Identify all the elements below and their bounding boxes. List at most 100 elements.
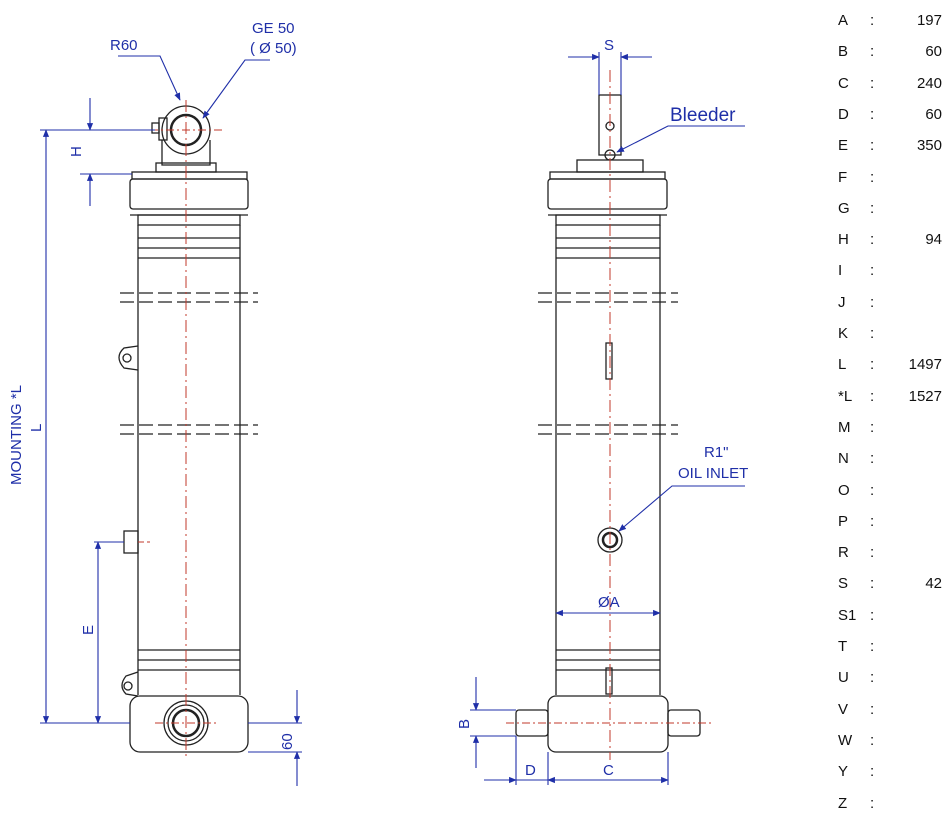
- spec-row: R:: [838, 544, 942, 564]
- spec-colon: :: [870, 731, 875, 749]
- spec-colon: :: [870, 168, 875, 186]
- e-dim-label: E: [80, 625, 97, 635]
- spec-row: H:94: [838, 231, 942, 251]
- spec-key: N: [838, 450, 849, 468]
- front-labels: R60 GE 50 ( Ø 50) H MOUNTING *L L E 60: [8, 20, 297, 750]
- spec-row: *L: 1527: [838, 388, 942, 408]
- spec-row: Y:: [838, 763, 942, 783]
- spec-row: J:: [838, 294, 942, 314]
- spec-key: Z: [838, 794, 848, 812]
- h-dim-label: H: [68, 146, 85, 157]
- spec-value: 240: [916, 74, 942, 92]
- inlet-size-label: R1": [704, 444, 729, 461]
- spec-key: L: [838, 356, 847, 374]
- spec-key: R: [838, 544, 849, 562]
- spec-colon: :: [870, 12, 875, 29]
- spec-colon: :: [870, 387, 875, 405]
- spec-colon: :: [870, 43, 875, 61]
- side-labels: S Bleeder R1" OIL INLET ØA B D C: [456, 37, 748, 779]
- spec-colon: :: [870, 450, 875, 468]
- c-dim-label: C: [603, 762, 614, 779]
- spec-key: B: [838, 43, 849, 61]
- spec-row: M:: [838, 419, 942, 439]
- spec-key: Y: [838, 763, 849, 781]
- l-dim-label: L: [28, 424, 45, 432]
- spec-row: I:: [838, 262, 942, 282]
- oil-inlet-label: OIL INLET: [678, 465, 748, 482]
- spec-colon: :: [870, 606, 875, 624]
- spec-value: 60: [925, 105, 942, 123]
- spec-row: D: 60: [838, 106, 942, 126]
- spec-row: T:: [838, 638, 942, 658]
- spec-colon: :: [870, 700, 875, 718]
- spec-colon: :: [870, 512, 875, 530]
- spec-key: S: [838, 575, 849, 593]
- spec-key: W: [838, 731, 853, 749]
- spec-colon: :: [870, 481, 875, 499]
- spec-row: U:: [838, 669, 942, 689]
- spec-key: D: [838, 105, 849, 123]
- spec-key: U: [838, 669, 849, 687]
- spec-colon: :: [870, 575, 875, 593]
- spec-colon: :: [870, 105, 875, 123]
- spec-value: 1497: [908, 356, 942, 374]
- radius-label: R60: [110, 37, 138, 54]
- spec-row: L: 1497: [838, 356, 942, 376]
- front-dimensions: [40, 55, 302, 786]
- spec-colon: :: [870, 137, 875, 155]
- spec-colon: :: [870, 544, 875, 562]
- bearing-label: GE 50: [252, 20, 295, 37]
- mounting-l-label: MOUNTING *L: [8, 385, 25, 485]
- spec-row: N:: [838, 450, 942, 470]
- base-dim-label: 60: [279, 733, 296, 750]
- spec-key: M: [838, 418, 851, 436]
- spec-key: G: [838, 199, 850, 217]
- spec-value: 197: [916, 12, 942, 29]
- spec-row: C: 240: [838, 75, 942, 95]
- spec-key: *L: [838, 387, 853, 405]
- spec-row: F:: [838, 169, 942, 189]
- spec-colon: :: [870, 262, 875, 280]
- s-dim-label: S: [604, 37, 614, 54]
- bleeder-label: Bleeder: [670, 105, 736, 126]
- spec-row: O:: [838, 482, 942, 502]
- spec-key: F: [838, 168, 848, 186]
- d-dim-label: D: [525, 762, 536, 779]
- spec-key: E: [838, 137, 849, 155]
- spec-row: W:: [838, 732, 942, 752]
- spec-colon: :: [870, 638, 875, 655]
- b-dim-label: B: [456, 719, 473, 729]
- spec-colon: :: [870, 231, 875, 249]
- spec-value: 60: [925, 43, 942, 61]
- spec-row: G:: [838, 200, 942, 220]
- spec-key: J: [838, 293, 846, 311]
- spec-row: V:: [838, 701, 942, 721]
- spec-value: 1527: [908, 387, 942, 405]
- spec-row: A:197: [838, 12, 942, 32]
- dia-a-label: ØA: [598, 594, 620, 611]
- spec-row: K:: [838, 325, 942, 345]
- spec-colon: :: [870, 74, 875, 92]
- spec-key: H: [838, 231, 849, 249]
- spec-key: P: [838, 512, 849, 530]
- spec-key: T: [838, 638, 848, 655]
- spec-colon: :: [870, 418, 875, 436]
- spec-colon: :: [870, 794, 875, 812]
- spec-key: I: [838, 262, 843, 280]
- spec-row: B: 60: [838, 43, 942, 63]
- spec-colon: :: [870, 199, 875, 217]
- spec-key: V: [838, 700, 849, 718]
- front-view: [118, 105, 258, 753]
- spec-value: 350: [916, 137, 942, 155]
- spec-key: K: [838, 325, 849, 342]
- spec-colon: :: [870, 325, 875, 342]
- spec-row: S1:: [838, 607, 942, 627]
- spec-colon: :: [870, 293, 875, 311]
- side-dimensions: [470, 52, 745, 785]
- spec-key: C: [838, 74, 849, 92]
- spec-row: P:: [838, 513, 942, 533]
- spec-key: S1: [838, 606, 857, 624]
- spec-colon: :: [870, 356, 875, 374]
- bearing-dia-label: ( Ø 50): [250, 40, 297, 57]
